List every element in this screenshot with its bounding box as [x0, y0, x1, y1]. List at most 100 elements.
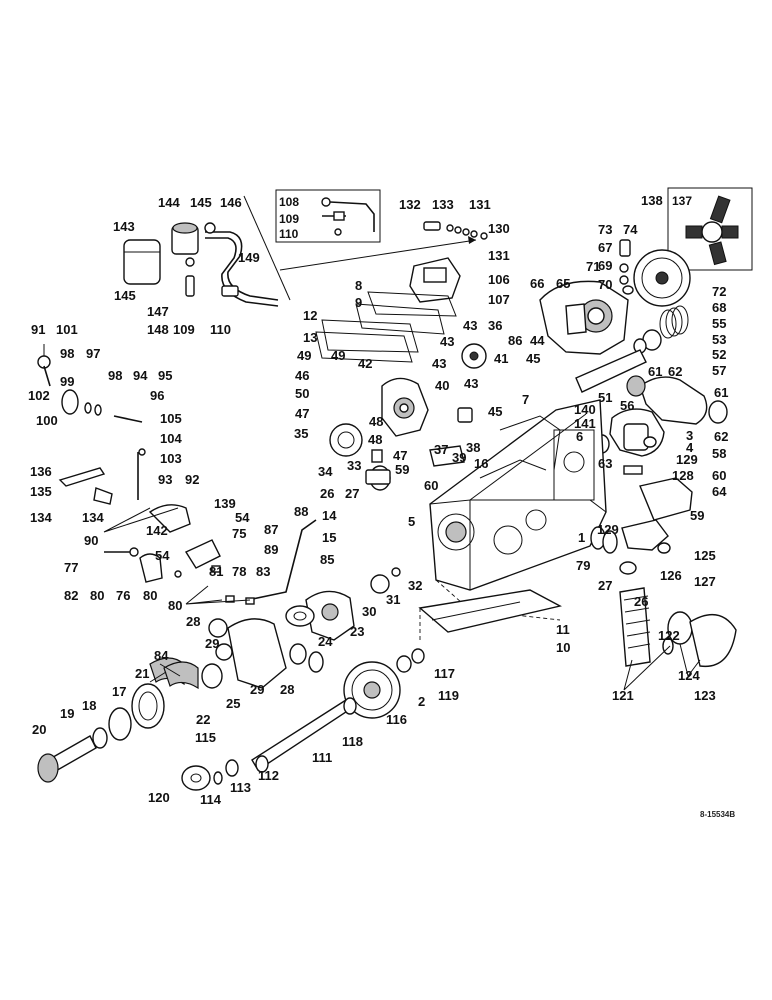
pinion-gear	[305, 567, 401, 641]
callout-44: 44	[530, 333, 545, 348]
callout-96: 96	[150, 388, 164, 403]
shift-forks	[149, 657, 223, 690]
callout-144: 144	[158, 195, 180, 210]
hydraulic-pump-group	[329, 377, 473, 491]
callout-117: 117	[434, 666, 455, 681]
callout-70: 70	[598, 277, 612, 292]
callout-59a: 59	[395, 462, 409, 477]
callout-58: 58	[712, 446, 726, 461]
callout-143: 143	[113, 219, 135, 234]
callout-33: 33	[347, 458, 361, 473]
callout-54b: 54	[155, 548, 170, 563]
callout-67: 67	[598, 240, 612, 255]
callout-53: 53	[712, 332, 726, 347]
callout-108-inset: 108	[279, 195, 299, 209]
callout-146: 146	[220, 195, 242, 210]
callout-69: 69	[598, 258, 612, 273]
callout-111: 111	[312, 750, 332, 765]
reference-code: 8-15534B	[700, 810, 735, 819]
callout-57: 57	[712, 363, 726, 378]
callout-125: 125	[694, 548, 716, 563]
callout-132: 132	[399, 197, 421, 212]
callout-27b: 27	[598, 578, 612, 593]
callout-88: 88	[294, 504, 308, 519]
callout-98b: 98	[108, 368, 122, 383]
callout-138: 138	[641, 193, 663, 208]
callout-119: 119	[438, 688, 459, 703]
callout-50: 50	[295, 386, 309, 401]
callout-145b: 145	[114, 288, 136, 303]
hub-inset-box	[667, 187, 753, 271]
callout-139: 139	[214, 496, 236, 511]
callout-80c: 80	[168, 598, 182, 613]
callout-34: 34	[318, 464, 333, 479]
callout-47b: 47	[393, 448, 407, 463]
callout-64: 64	[712, 484, 727, 499]
callout-131b: 131	[488, 248, 510, 263]
left-linkage	[37, 355, 317, 605]
callout-109: 109	[173, 322, 195, 337]
callout-20: 20	[32, 722, 46, 737]
callout-112: 112	[258, 768, 279, 783]
callout-93: 93	[158, 472, 172, 487]
callout-101: 101	[56, 322, 78, 337]
callout-77: 77	[64, 560, 78, 575]
callout-84: 84	[154, 648, 169, 663]
callout-122: 122	[658, 628, 680, 643]
callout-29a: 29	[205, 636, 219, 651]
callout-135: 135	[30, 484, 52, 499]
callout-147: 147	[147, 304, 169, 319]
callout-109-inset: 109	[279, 212, 299, 226]
callout-42: 42	[358, 356, 372, 371]
callout-142: 142	[146, 523, 168, 538]
callout-36: 36	[488, 318, 502, 333]
callout-31: 31	[386, 592, 400, 607]
callout-118: 118	[342, 734, 363, 749]
callout-137: 137	[672, 194, 692, 208]
callout-32: 32	[408, 578, 422, 593]
callout-12: 12	[303, 308, 317, 323]
callout-82: 82	[64, 588, 78, 603]
bull-gear	[343, 648, 425, 719]
callout-62b: 62	[714, 429, 728, 444]
callout-148: 148	[147, 322, 169, 337]
callout-113: 113	[230, 780, 251, 795]
bottom-plate	[418, 589, 562, 640]
callout-59b: 59	[690, 508, 704, 523]
callout-83: 83	[256, 564, 270, 579]
transmission-housing	[429, 399, 607, 621]
callout-98a: 98	[60, 346, 74, 361]
callout-49b: 49	[331, 348, 345, 363]
callout-49a: 49	[297, 348, 311, 363]
callout-52: 52	[712, 347, 726, 362]
callout-56: 56	[620, 398, 634, 413]
callout-72: 72	[712, 284, 726, 299]
callout-2: 2	[418, 694, 425, 709]
callout-29b: 29	[250, 682, 264, 697]
callout-74: 74	[623, 222, 638, 237]
oil-line-inset	[321, 197, 375, 236]
oil-line-inset-box	[275, 189, 381, 243]
callout-43a: 43	[440, 334, 454, 349]
callout-62: 62	[668, 364, 682, 379]
callout-26b: 26	[634, 594, 648, 609]
valve-small-parts	[423, 221, 488, 240]
pto-shaft-assembly	[575, 349, 728, 457]
callout-labels: 143 144 145 146 145 147 148 109 110 149 …	[28, 193, 728, 807]
callout-27a: 27	[345, 486, 359, 501]
callout-17: 17	[112, 684, 126, 699]
callout-80a: 80	[90, 588, 104, 603]
callout-73: 73	[598, 222, 612, 237]
callout-6: 6	[576, 429, 583, 444]
callout-43d: 43	[464, 376, 478, 391]
callout-22: 22	[196, 712, 210, 727]
callout-66: 66	[530, 276, 544, 291]
callout-28a: 28	[186, 614, 200, 629]
callout-134a: 134	[30, 510, 52, 525]
callout-89: 89	[264, 542, 278, 557]
callout-129b: 129	[597, 522, 619, 537]
callout-24: 24	[318, 634, 333, 649]
callout-141: 141	[574, 416, 596, 431]
callout-136: 136	[30, 464, 52, 479]
callout-128: 128	[672, 468, 694, 483]
